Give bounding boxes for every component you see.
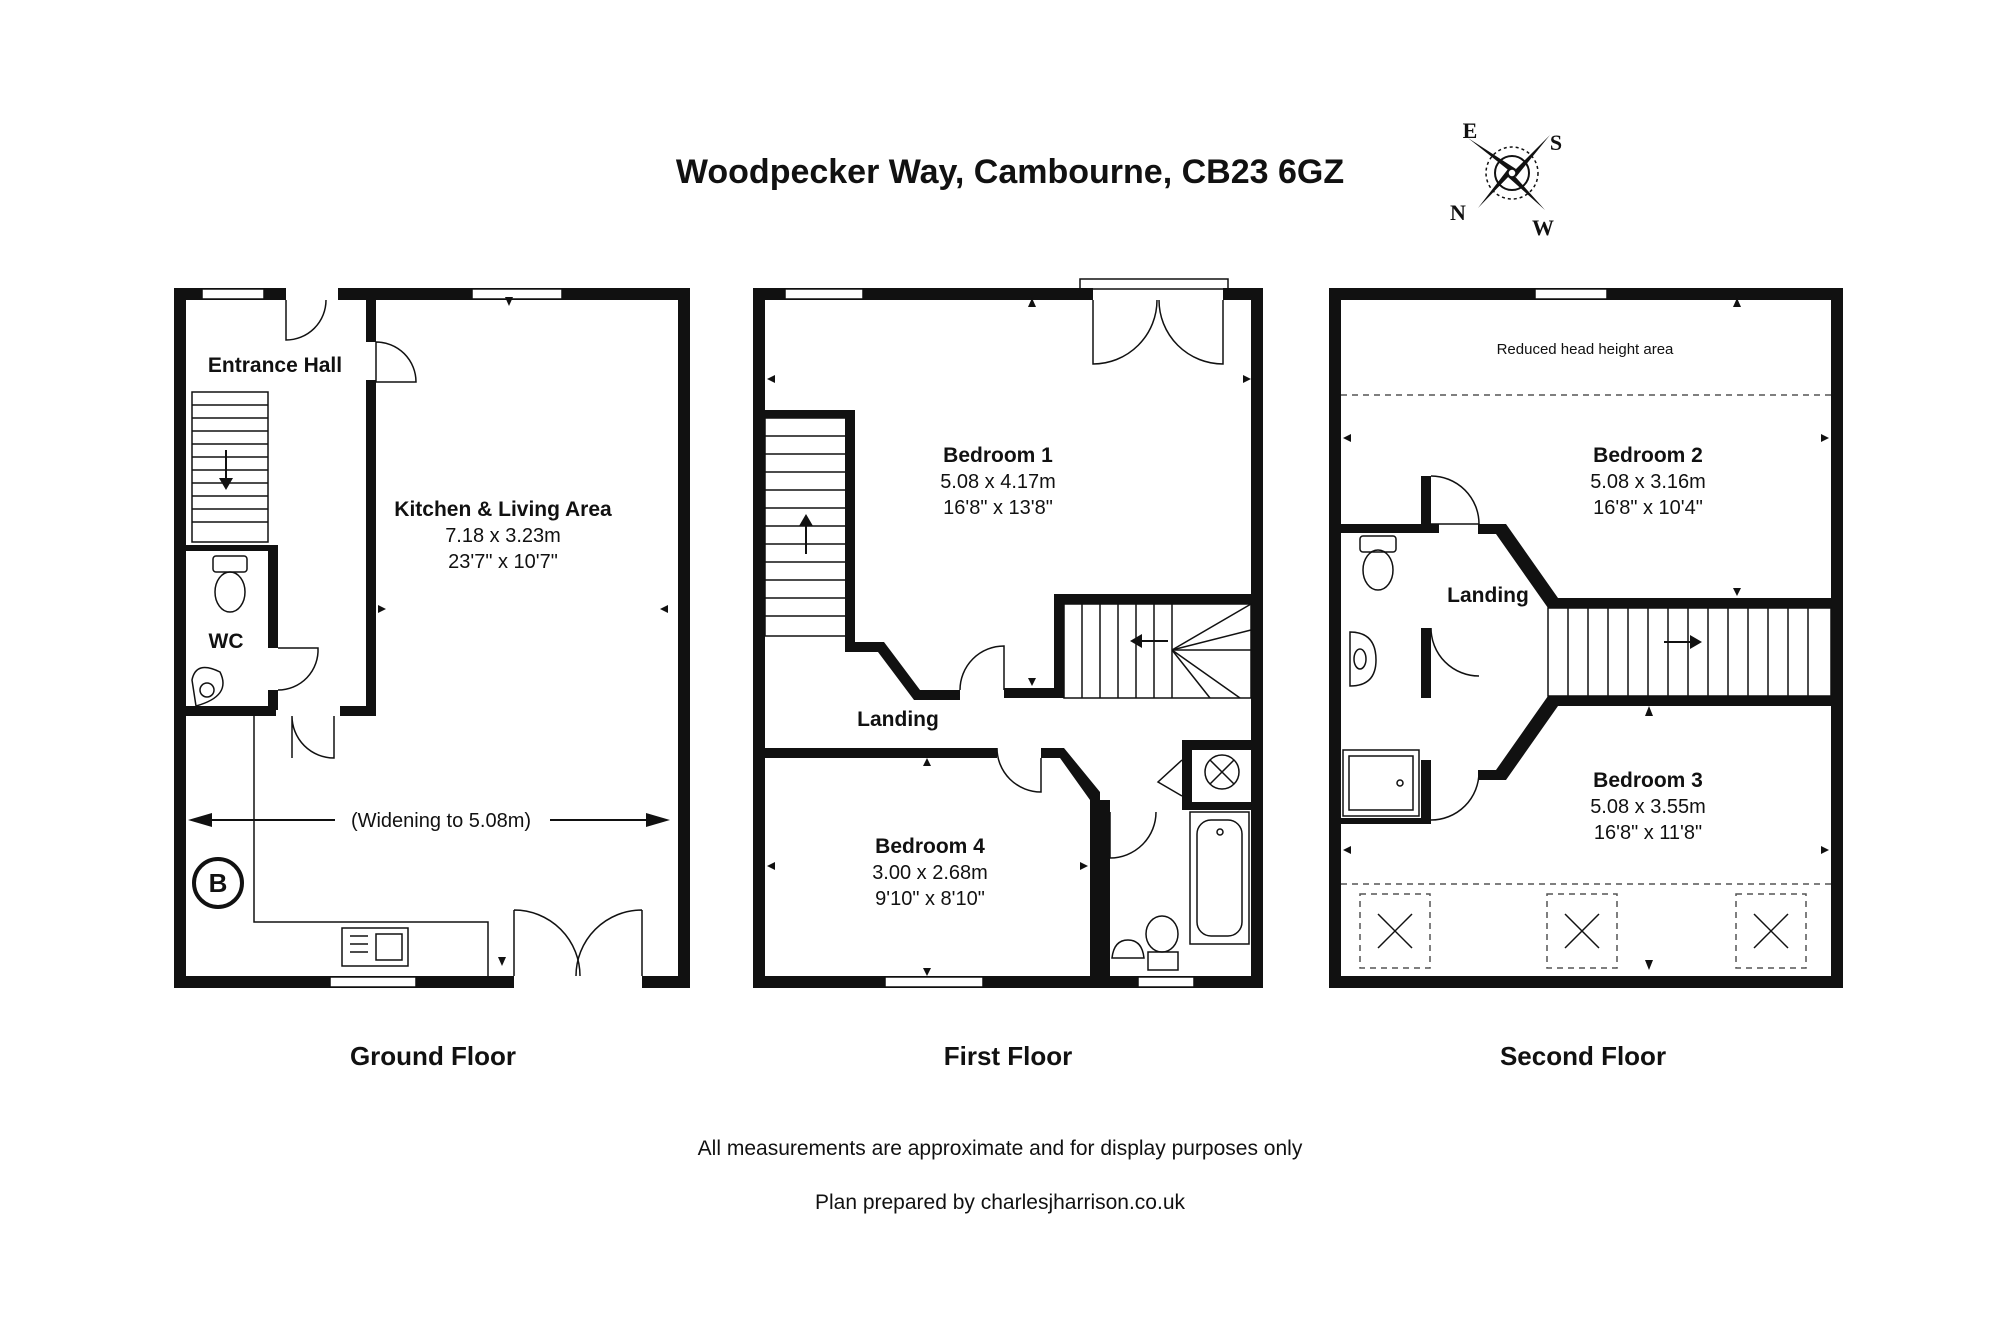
kitchen-living-metric: 7.18 x 3.23m bbox=[445, 525, 561, 547]
second-landing-label: Landing bbox=[1447, 584, 1529, 607]
bedroom1-name: Bedroom 1 bbox=[943, 444, 1053, 467]
kitchen-living-imperial: 23'7" x 10'7" bbox=[448, 551, 558, 573]
bedroom1-imperial: 16'8" x 13'8" bbox=[943, 497, 1053, 519]
boiler-label: B bbox=[209, 868, 228, 898]
kitchen-living-name: Kitchen & Living Area bbox=[394, 498, 612, 521]
bedroom4-metric: 3.00 x 2.68m bbox=[872, 862, 988, 884]
first-floor-plan bbox=[753, 278, 1263, 988]
compass-north-label: N bbox=[1450, 200, 1466, 225]
reduced-head-height-note: Reduced head height area bbox=[1497, 341, 1674, 358]
second-floor-label: Second Floor bbox=[1500, 1041, 1666, 1071]
plan-title: Woodpecker Way, Cambourne, CB23 6GZ bbox=[676, 153, 1344, 191]
compass-west-label: W bbox=[1532, 215, 1554, 240]
bedroom2-name: Bedroom 2 bbox=[1593, 444, 1703, 467]
compass-rose-icon bbox=[1468, 135, 1550, 210]
boiler-icon bbox=[192, 857, 244, 909]
bedroom1-metric: 5.08 x 4.17m bbox=[940, 471, 1056, 493]
bedroom3-metric: 5.08 x 3.55m bbox=[1590, 796, 1706, 818]
second-floor-plan bbox=[1329, 288, 1843, 988]
ground-floor-plan bbox=[174, 288, 690, 988]
first-floor-label: First Floor bbox=[944, 1041, 1073, 1071]
first-landing-label: Landing bbox=[857, 708, 939, 731]
ground-floor-label: Ground Floor bbox=[350, 1041, 516, 1071]
bedroom3-imperial: 16'8" x 11'8" bbox=[1594, 822, 1702, 844]
compass-east-label: E bbox=[1463, 118, 1478, 143]
widening-note: (Widening to 5.08m) bbox=[351, 810, 531, 832]
bedroom4-name: Bedroom 4 bbox=[875, 835, 985, 858]
wc-label: WC bbox=[209, 630, 244, 653]
disclaimer-text: All measurements are approximate and for… bbox=[698, 1137, 1303, 1160]
credit-text: Plan prepared by charlesjharrison.co.uk bbox=[815, 1191, 1186, 1214]
bedroom3-name: Bedroom 3 bbox=[1593, 769, 1703, 792]
bedroom4-imperial: 9'10" x 8'10" bbox=[875, 888, 985, 910]
bedroom2-metric: 5.08 x 3.16m bbox=[1590, 471, 1706, 493]
entrance-hall-label: Entrance Hall bbox=[208, 354, 342, 377]
compass-south-label: S bbox=[1550, 130, 1562, 155]
bedroom2-imperial: 16'8" x 10'4" bbox=[1593, 497, 1703, 519]
